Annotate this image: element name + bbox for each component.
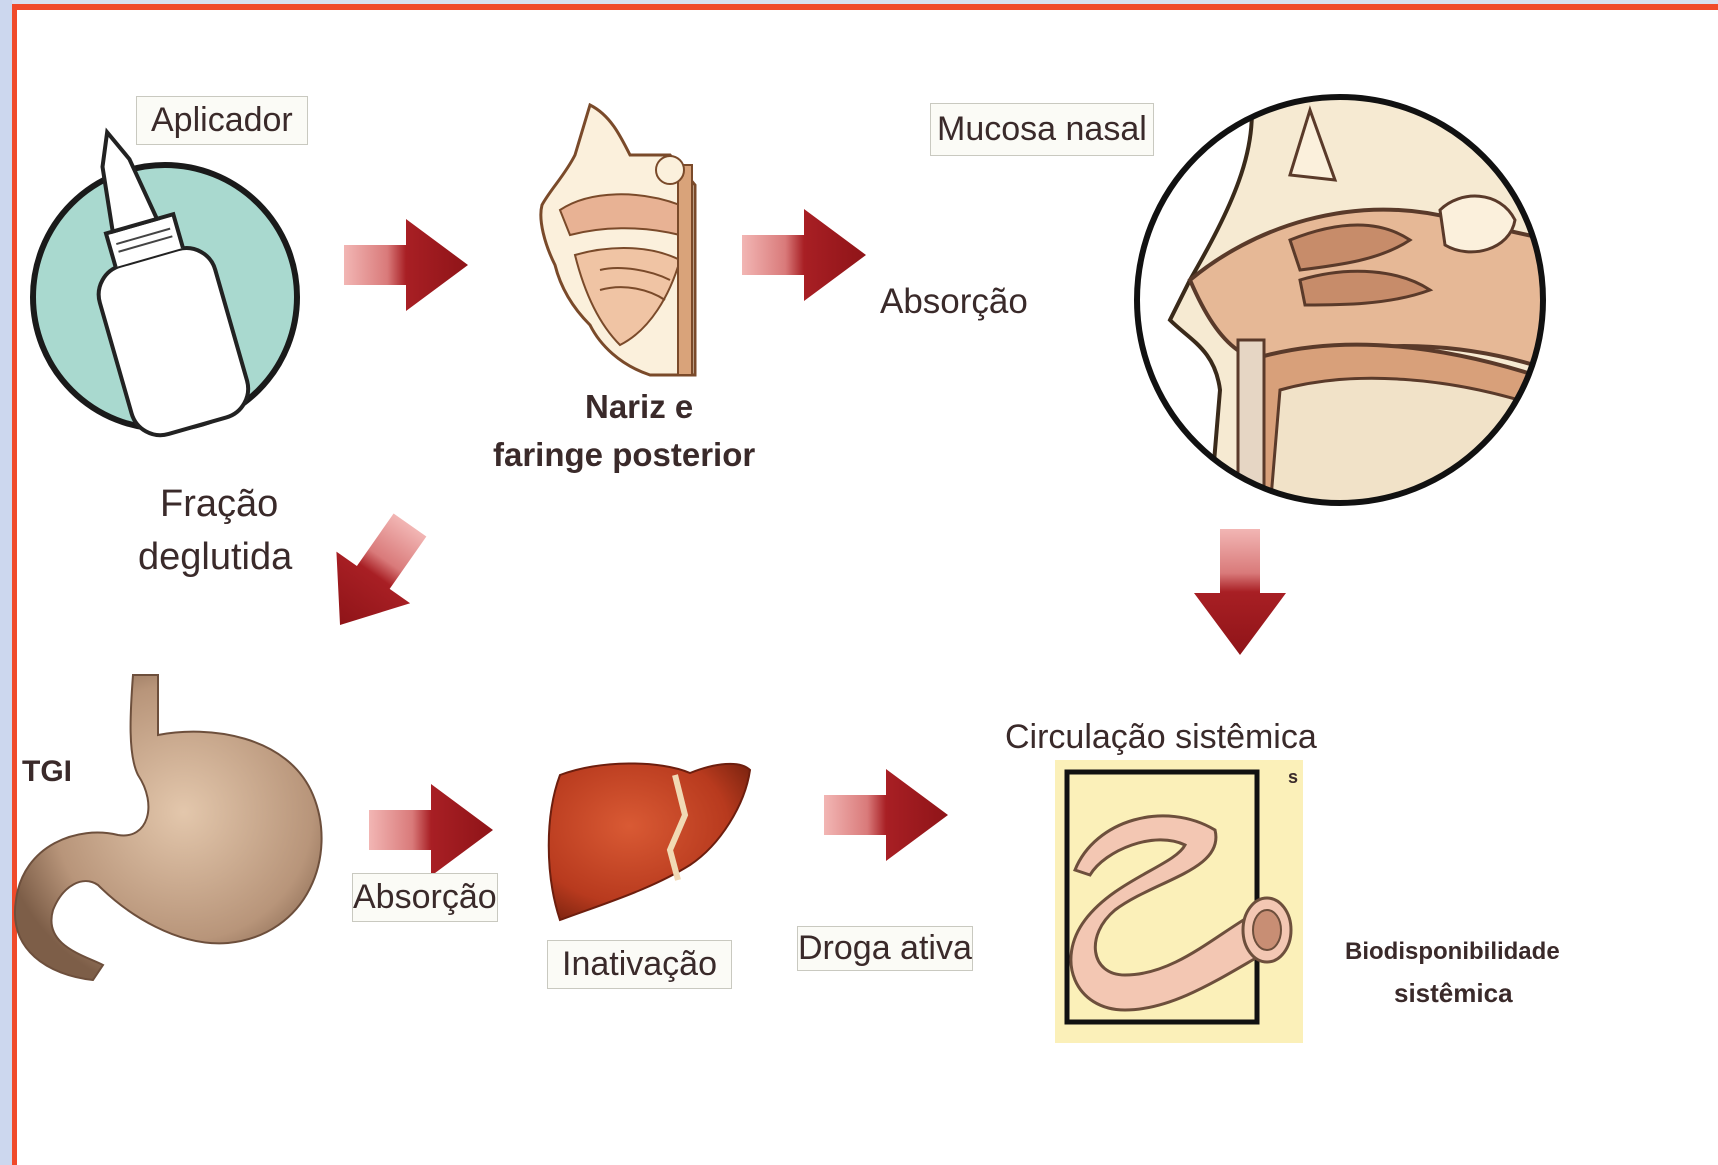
blood-vessel-icon xyxy=(1055,760,1305,1045)
inativacao-label: Inativação xyxy=(547,940,732,989)
arrow-icon xyxy=(320,510,430,640)
arrow-icon xyxy=(1190,525,1290,660)
stomach-icon xyxy=(8,675,328,985)
absorcao-bottom-label: Absorção xyxy=(352,873,498,922)
arrow-icon xyxy=(820,765,960,865)
tgi-label: TGI xyxy=(22,755,72,789)
biodisponibilidade-label-line1: Biodisponibilidade xyxy=(1345,938,1560,966)
droga-ativa-label: Droga ativa xyxy=(797,926,973,971)
left-border-strip xyxy=(0,0,12,1165)
biodisponibilidade-label-line2: sistêmica xyxy=(1394,978,1513,1009)
fracao-label-line2: deglutida xyxy=(138,536,292,579)
absorcao-top-label: Absorção xyxy=(880,282,1028,322)
circulacao-label: Circulação sistêmica xyxy=(1005,718,1317,757)
nariz-label-line1: Nariz e xyxy=(585,388,693,426)
nasal-spray-bottle-icon xyxy=(25,105,305,435)
liver-icon xyxy=(540,755,755,925)
arrow-icon xyxy=(365,780,505,880)
arrow-icon xyxy=(340,215,480,315)
vessel-mark-label: s xyxy=(1288,767,1298,788)
arrow-icon xyxy=(738,205,878,305)
fracao-label-line1: Fração xyxy=(160,483,278,526)
nariz-label-line2: faringe posterior xyxy=(493,436,755,474)
nose-pharynx-section-icon xyxy=(530,95,710,385)
aplicador-label: Aplicador xyxy=(136,96,308,145)
nasal-cavity-section-icon xyxy=(1130,90,1550,510)
mucosa-label: Mucosa nasal xyxy=(930,103,1154,156)
